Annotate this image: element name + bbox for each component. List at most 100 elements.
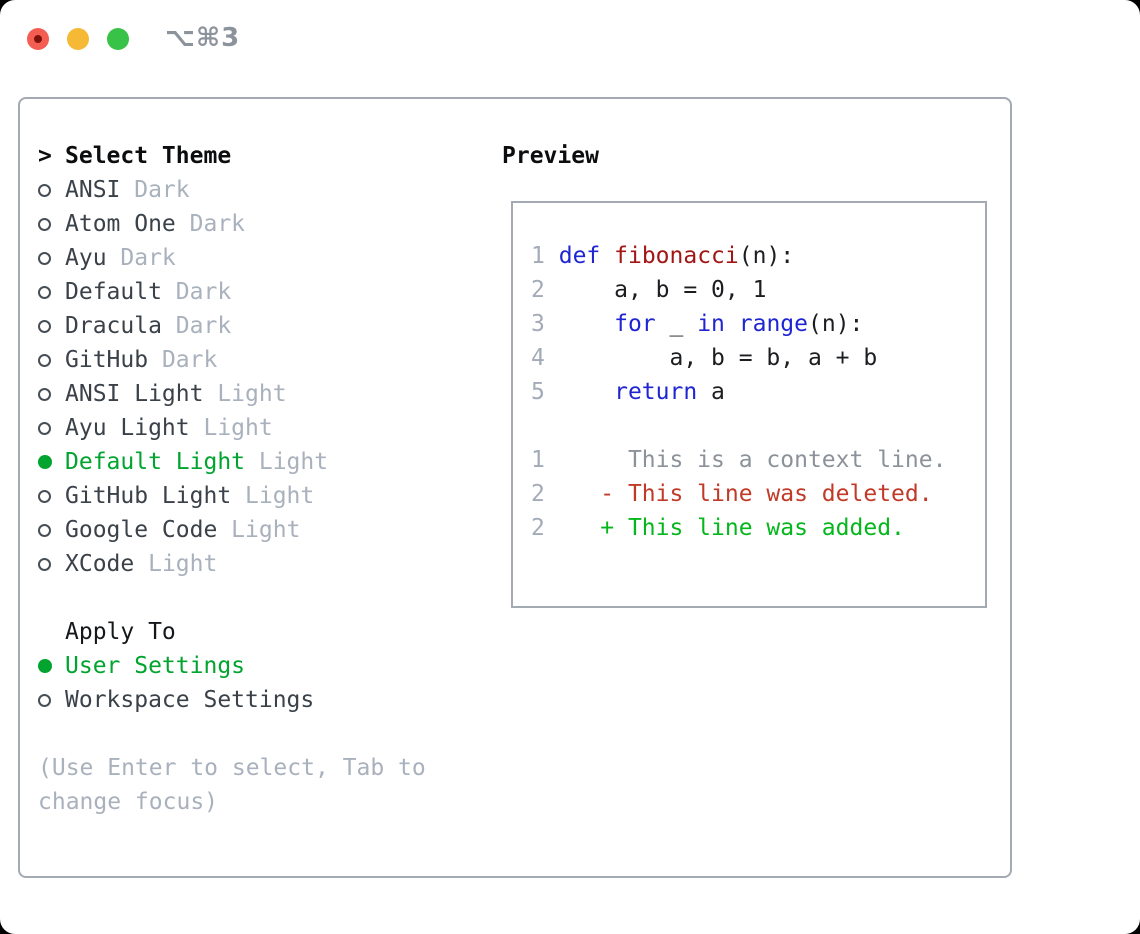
code-line: 4 a, b = b, a + b (531, 345, 878, 371)
theme-option-github[interactable]: GitHub Dark (38, 343, 426, 377)
radio-icon (38, 489, 65, 503)
code-line: 2 + This line was added. (531, 515, 905, 541)
theme-option-google-code[interactable]: Google Code Light (38, 513, 426, 547)
code-line: 5 return a (531, 379, 725, 405)
preview-header-label: Preview (502, 143, 599, 169)
option-label: Google Code (65, 517, 218, 543)
line-number: 5 (531, 379, 545, 405)
circle-outline-icon (38, 557, 51, 571)
focus-arrow-icon: > (38, 143, 52, 169)
option-tag: Dark (120, 177, 190, 203)
window-shortcut-title: ⌥⌘3 (165, 23, 241, 53)
radio-icon (38, 217, 65, 231)
theme-option-ansi[interactable]: ANSI Dark (38, 173, 426, 207)
circle-outline-icon (38, 217, 51, 231)
hint-line-1: (Use Enter to select, Tab to (38, 755, 426, 781)
filled-circle-icon (38, 659, 52, 673)
option-tag: Dark (161, 279, 232, 305)
option-label: ANSI Light (65, 381, 204, 407)
option-tag: Light (217, 517, 301, 543)
radio-icon (38, 557, 65, 571)
blank-row (38, 581, 426, 615)
select-theme-header: > Select Theme (38, 139, 426, 173)
circle-outline-icon (38, 251, 51, 265)
option-tag: Light (231, 483, 315, 509)
line-number: 3 (531, 311, 545, 337)
circle-outline-icon (38, 523, 51, 537)
radio-icon (38, 387, 65, 401)
theme-option-default[interactable]: Default Dark (38, 275, 426, 309)
circle-outline-icon (38, 285, 51, 299)
option-label: Ayu Light (65, 415, 190, 441)
option-tag: Dark (175, 211, 246, 237)
option-tag: Dark (161, 313, 232, 339)
option-label: Ayu (65, 245, 107, 271)
circle-outline-icon (38, 421, 51, 435)
radio-icon (38, 251, 65, 265)
code-line: 1 def fibonacci(n): (531, 243, 795, 269)
circle-outline-icon (38, 387, 51, 401)
circle-outline-icon (38, 353, 51, 367)
radio-icon (38, 693, 65, 707)
blank-row (38, 717, 426, 751)
option-label: Default Light (65, 449, 246, 475)
apply-to-header-label: Apply To (65, 619, 176, 645)
option-label: GitHub Light (65, 483, 232, 509)
circle-outline-icon (38, 489, 51, 503)
code-line: 2 a, b = 0, 1 (531, 277, 767, 303)
selected-radio-icon (38, 659, 65, 673)
option-tag: Light (189, 415, 273, 441)
circle-outline-icon (38, 183, 51, 197)
radio-icon (38, 353, 65, 367)
option-label: Workspace Settings (65, 687, 315, 713)
radio-icon (38, 183, 65, 197)
option-label: XCode (65, 551, 135, 577)
option-tag: Light (203, 381, 287, 407)
select-theme-header-label: Select Theme (65, 143, 232, 169)
theme-option-default-light[interactable]: Default Light Light (38, 445, 426, 479)
selected-radio-icon (38, 455, 65, 469)
window-titlebar: ⌥⌘3 (0, 0, 1140, 78)
close-button[interactable] (27, 28, 49, 50)
minimize-button[interactable] (67, 28, 89, 50)
theme-option-atom-one[interactable]: Atom One Dark (38, 207, 426, 241)
theme-option-ansi-light[interactable]: ANSI Light Light (38, 377, 426, 411)
radio-icon (38, 523, 65, 537)
theme-option-ayu[interactable]: Ayu Dark (38, 241, 426, 275)
circle-outline-icon (38, 319, 51, 333)
option-label: User Settings (65, 653, 246, 679)
theme-option-github-light[interactable]: GitHub Light Light (38, 479, 426, 513)
zoom-button[interactable] (107, 28, 129, 50)
option-label: Atom One (65, 211, 176, 237)
code-line: 1 This is a context line. (531, 447, 947, 473)
line-number: 1 (531, 243, 545, 269)
option-tag: Light (245, 449, 329, 475)
line-number: 1 (531, 447, 545, 473)
apply-option-workspace-settings[interactable]: Workspace Settings (38, 683, 426, 717)
option-label: Dracula (65, 313, 162, 339)
circle-outline-icon (38, 693, 51, 707)
option-tag: Dark (148, 347, 218, 373)
option-tag: Dark (106, 245, 176, 271)
option-tag: Light (134, 551, 218, 577)
close-record-dot-icon (34, 35, 42, 43)
option-label: ANSI (65, 177, 121, 203)
apply-to-header: Apply To (38, 615, 426, 649)
filled-circle-icon (38, 455, 52, 469)
line-number: 2 (531, 515, 545, 541)
code-line: 2 - This line was deleted. (531, 481, 933, 507)
radio-icon (38, 421, 65, 435)
code-blank-line (531, 409, 946, 443)
theme-option-xcode[interactable]: XCode Light (38, 547, 426, 581)
option-label: Default (65, 279, 162, 305)
line-number: 2 (531, 277, 545, 303)
theme-option-dracula[interactable]: Dracula Dark (38, 309, 426, 343)
code-line: 3 for _ in range(n): (531, 311, 864, 337)
theme-option-ayu-light[interactable]: Ayu Light Light (38, 411, 426, 445)
radio-icon (38, 285, 65, 299)
apply-option-user-settings[interactable]: User Settings (38, 649, 426, 683)
